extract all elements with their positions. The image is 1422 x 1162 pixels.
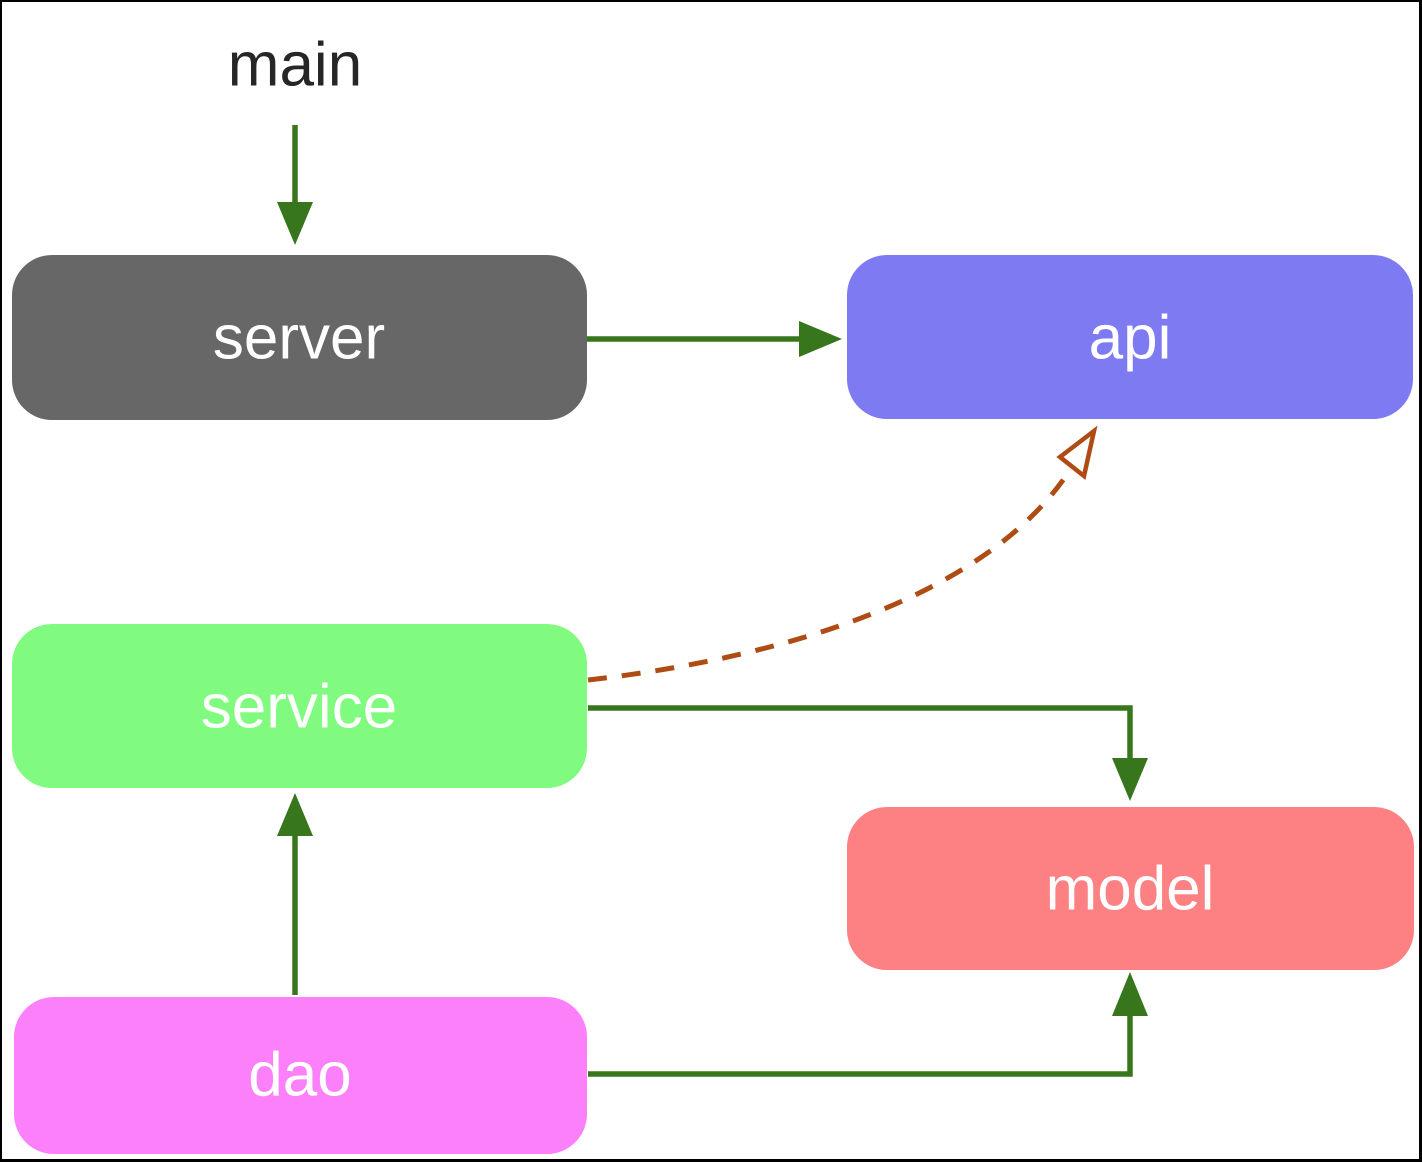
node-service-label: service	[201, 673, 397, 742]
edge-dao-to-model	[588, 972, 1148, 1077]
edge-service-to-api-dashed	[587, 425, 1098, 683]
node-api-label: api	[1089, 304, 1172, 373]
arrowhead-dao-to-service	[277, 793, 313, 836]
node-model: model	[847, 807, 1414, 970]
node-service: service	[12, 624, 587, 788]
edge-dao-to-model-line	[588, 1015, 1133, 1077]
arrowhead-service-to-api-open	[1056, 425, 1098, 480]
node-main-label: main	[228, 31, 362, 100]
node-model-box	[847, 807, 1414, 970]
node-dao-label: dao	[248, 1041, 351, 1110]
node-model-label: model	[1046, 855, 1215, 924]
edge-dao-to-service	[277, 793, 313, 995]
arrowhead-service-to-model	[1112, 758, 1148, 801]
edge-main-to-server	[277, 125, 313, 245]
node-service-box	[12, 624, 587, 788]
edge-service-to-model	[588, 705, 1148, 801]
node-dao: dao	[14, 997, 587, 1154]
edge-service-to-model-line	[588, 705, 1133, 759]
arrowhead-main-to-server	[277, 202, 313, 245]
node-server-box	[12, 255, 587, 420]
node-main: main	[228, 31, 362, 100]
node-dao-box	[14, 997, 587, 1154]
node-api-box	[847, 255, 1413, 419]
node-server: server	[12, 255, 587, 420]
edge-service-to-api-line	[587, 468, 1073, 683]
edge-server-to-api	[587, 321, 842, 357]
arrowhead-server-to-api	[799, 321, 842, 357]
arrowhead-dao-to-model	[1112, 972, 1148, 1016]
node-api: api	[847, 255, 1413, 419]
node-server-label: server	[213, 304, 385, 373]
